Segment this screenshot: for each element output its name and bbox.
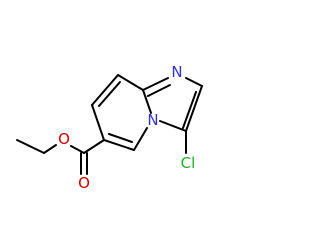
atom-o-carbonyl: O [78, 174, 90, 192]
molecule-structure-diagram: N N Cl O O [16, 63, 203, 192]
bond-c2-c3 [185, 85, 203, 132]
bond-n4-c8a [142, 89, 152, 114]
bond-c6-c5-double [108, 133, 133, 143]
bond-ch2-ch3 [16, 139, 45, 154]
atom-o-ester: O [58, 130, 70, 148]
bond-c8-c7-double [98, 81, 121, 107]
bond-c6-c5 [103, 139, 135, 151]
bond-n1-c2 [185, 77, 203, 87]
bond-c8a-c8 [117, 74, 144, 91]
bond-c5-n4 [133, 127, 148, 151]
bond-c7-c6 [91, 104, 105, 141]
bond-carbonyl-o-ester [70, 145, 85, 154]
bond-c3-n4 [159, 120, 187, 132]
bond-c2-c3-double [182, 91, 197, 129]
atom-n-bridgehead: N [147, 111, 158, 129]
atom-chlorine: Cl [181, 154, 196, 172]
bond-c8-c7 [91, 74, 119, 106]
bond-c8a-n1 [142, 77, 169, 91]
bond-c8a-n1-double [147, 84, 171, 97]
atom-n-imidazole: N [171, 63, 182, 81]
bond-o-ch2 [43, 144, 57, 154]
bond-c6-carbonyl [83, 139, 105, 154]
